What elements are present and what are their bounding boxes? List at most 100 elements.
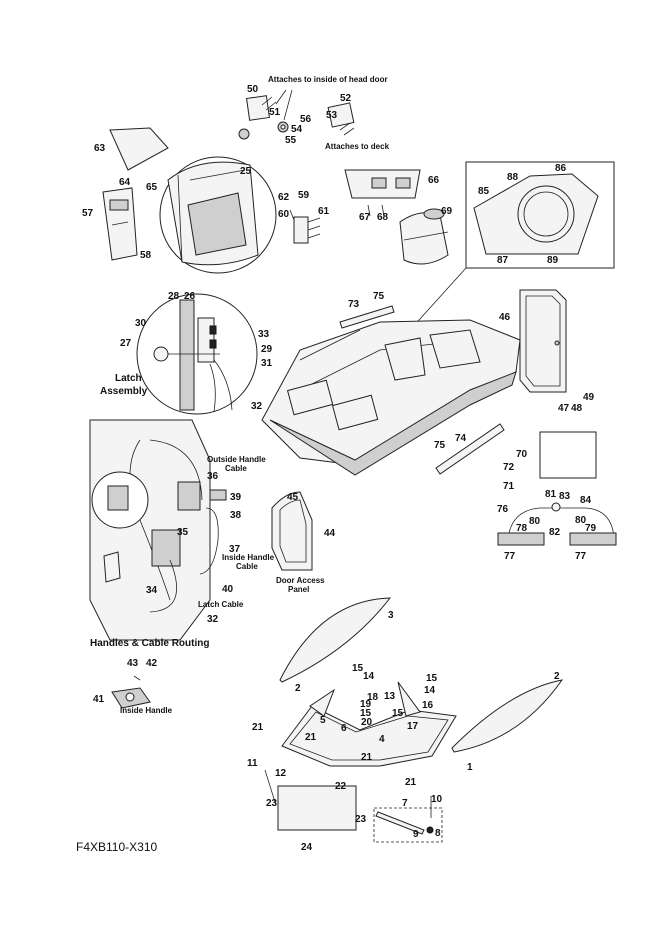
label-part-75: 75: [373, 291, 385, 302]
label-part-1: 1: [467, 762, 473, 773]
label-part-27: 27: [120, 338, 132, 349]
label-part-70: 70: [516, 449, 528, 460]
label-part-51: 51: [269, 107, 281, 118]
part-22-canopy: [277, 785, 357, 831]
label-part-41: 41: [93, 694, 105, 705]
label-part-22: 22: [335, 781, 347, 792]
label-part-77: 77: [504, 551, 516, 562]
label-part-80: 80: [575, 515, 587, 526]
label-part-52: 52: [340, 93, 352, 104]
label-part-14: 14: [424, 685, 436, 696]
label-part-89: 89: [547, 255, 559, 266]
part-73-strip: [339, 305, 395, 329]
label-part-47: 47: [558, 403, 570, 414]
part-57-bracket: [102, 187, 138, 261]
caption-head-door-inside: Attaches to inside of head door: [268, 75, 388, 84]
label-part-86: 86: [555, 163, 567, 174]
label-part-21: 21: [252, 722, 264, 733]
caption-latch-assembly-1: Latch: [115, 373, 142, 384]
label-part-32: 32: [251, 401, 263, 412]
label-part-16: 16: [422, 700, 434, 711]
label-part-37: 37: [229, 544, 241, 555]
label-part-20: 20: [361, 717, 373, 728]
label-part-15: 15: [392, 708, 404, 719]
label-part-60: 60: [278, 209, 290, 220]
label-part-59: 59: [298, 190, 310, 201]
label-part-15: 15: [426, 673, 438, 684]
label-part-33: 33: [258, 329, 270, 340]
label-part-72: 72: [503, 462, 515, 473]
part-39-knob: [209, 489, 227, 501]
label-part-6: 6: [341, 723, 347, 734]
part-labels: 1 2 2 3 4 5 6 7 8 9 10 11 12 13 14 14 15…: [82, 84, 597, 853]
label-part-66: 66: [428, 175, 440, 186]
label-part-25: 25: [240, 166, 252, 177]
label-part-39: 39: [230, 492, 242, 503]
label-part-62: 62: [278, 192, 290, 203]
label-part-4: 4: [379, 734, 385, 745]
label-part-58: 58: [140, 250, 152, 261]
caption-door-access-1: Door Access: [276, 576, 325, 585]
part-44-door-access-panel: [271, 491, 313, 571]
label-part-32: 32: [207, 614, 219, 625]
label-part-80: 80: [529, 516, 541, 527]
part-63-trim: [109, 127, 169, 171]
captions: Attaches to inside of head door Attaches…: [76, 75, 390, 854]
label-part-26: 26: [184, 291, 196, 302]
label-part-76: 76: [497, 504, 509, 515]
label-part-75: 75: [434, 440, 446, 451]
label-part-23: 23: [355, 814, 367, 825]
label-part-13: 13: [384, 691, 396, 702]
label-part-36: 36: [207, 471, 219, 482]
label-part-54: 54: [291, 124, 303, 135]
label-part-21: 21: [361, 752, 373, 763]
label-part-43: 43: [127, 658, 139, 669]
boat-hull: [261, 319, 521, 476]
label-part-30: 30: [135, 318, 147, 329]
label-part-10: 10: [431, 794, 443, 805]
label-part-18: 18: [367, 692, 379, 703]
label-part-64: 64: [119, 177, 131, 188]
label-part-21: 21: [405, 777, 417, 788]
label-part-74: 74: [455, 433, 467, 444]
label-part-49: 49: [583, 392, 595, 403]
label-part-50: 50: [247, 84, 259, 95]
light-bar: [497, 502, 617, 546]
caption-inside-handle-cable-2: Cable: [236, 562, 258, 571]
label-part-55: 55: [285, 135, 297, 146]
part-7-assembly: [373, 807, 443, 843]
label-part-31: 31: [261, 358, 273, 369]
label-part-44: 44: [324, 528, 336, 539]
label-part-28: 28: [168, 291, 180, 302]
caption-door-access-2: Panel: [288, 585, 309, 594]
label-part-15: 15: [360, 708, 372, 719]
label-part-78: 78: [516, 523, 528, 534]
hatch-panel-inset: [465, 161, 615, 269]
part-69-toilet: [399, 208, 449, 265]
caption-latch-cable: Latch Cable: [198, 600, 244, 609]
caption-handles-routing: Handles & Cable Routing: [90, 638, 209, 649]
part-2-panel-right: [451, 679, 564, 753]
diagram-code: F4XB110-X310: [76, 840, 157, 854]
part-46-door: [519, 289, 567, 393]
label-part-87: 87: [497, 255, 509, 266]
part-12-strip: [264, 769, 276, 803]
label-part-12: 12: [275, 768, 287, 779]
label-part-3: 3: [388, 610, 394, 621]
label-part-63: 63: [94, 143, 106, 154]
caption-latch-assembly-2: Assembly: [100, 386, 148, 397]
label-part-83: 83: [559, 491, 571, 502]
label-part-68: 68: [377, 212, 389, 223]
part-66-console-box: [344, 169, 421, 199]
label-part-29: 29: [261, 344, 273, 355]
label-part-85: 85: [478, 186, 490, 197]
label-part-2: 2: [554, 671, 560, 682]
label-part-11: 11: [247, 758, 258, 769]
label-part-8: 8: [435, 828, 441, 839]
label-part-24: 24: [301, 842, 313, 853]
part-74-strip: [435, 423, 505, 475]
label-part-56: 56: [300, 114, 312, 125]
label-part-48: 48: [571, 403, 583, 414]
label-part-9: 9: [413, 829, 419, 840]
